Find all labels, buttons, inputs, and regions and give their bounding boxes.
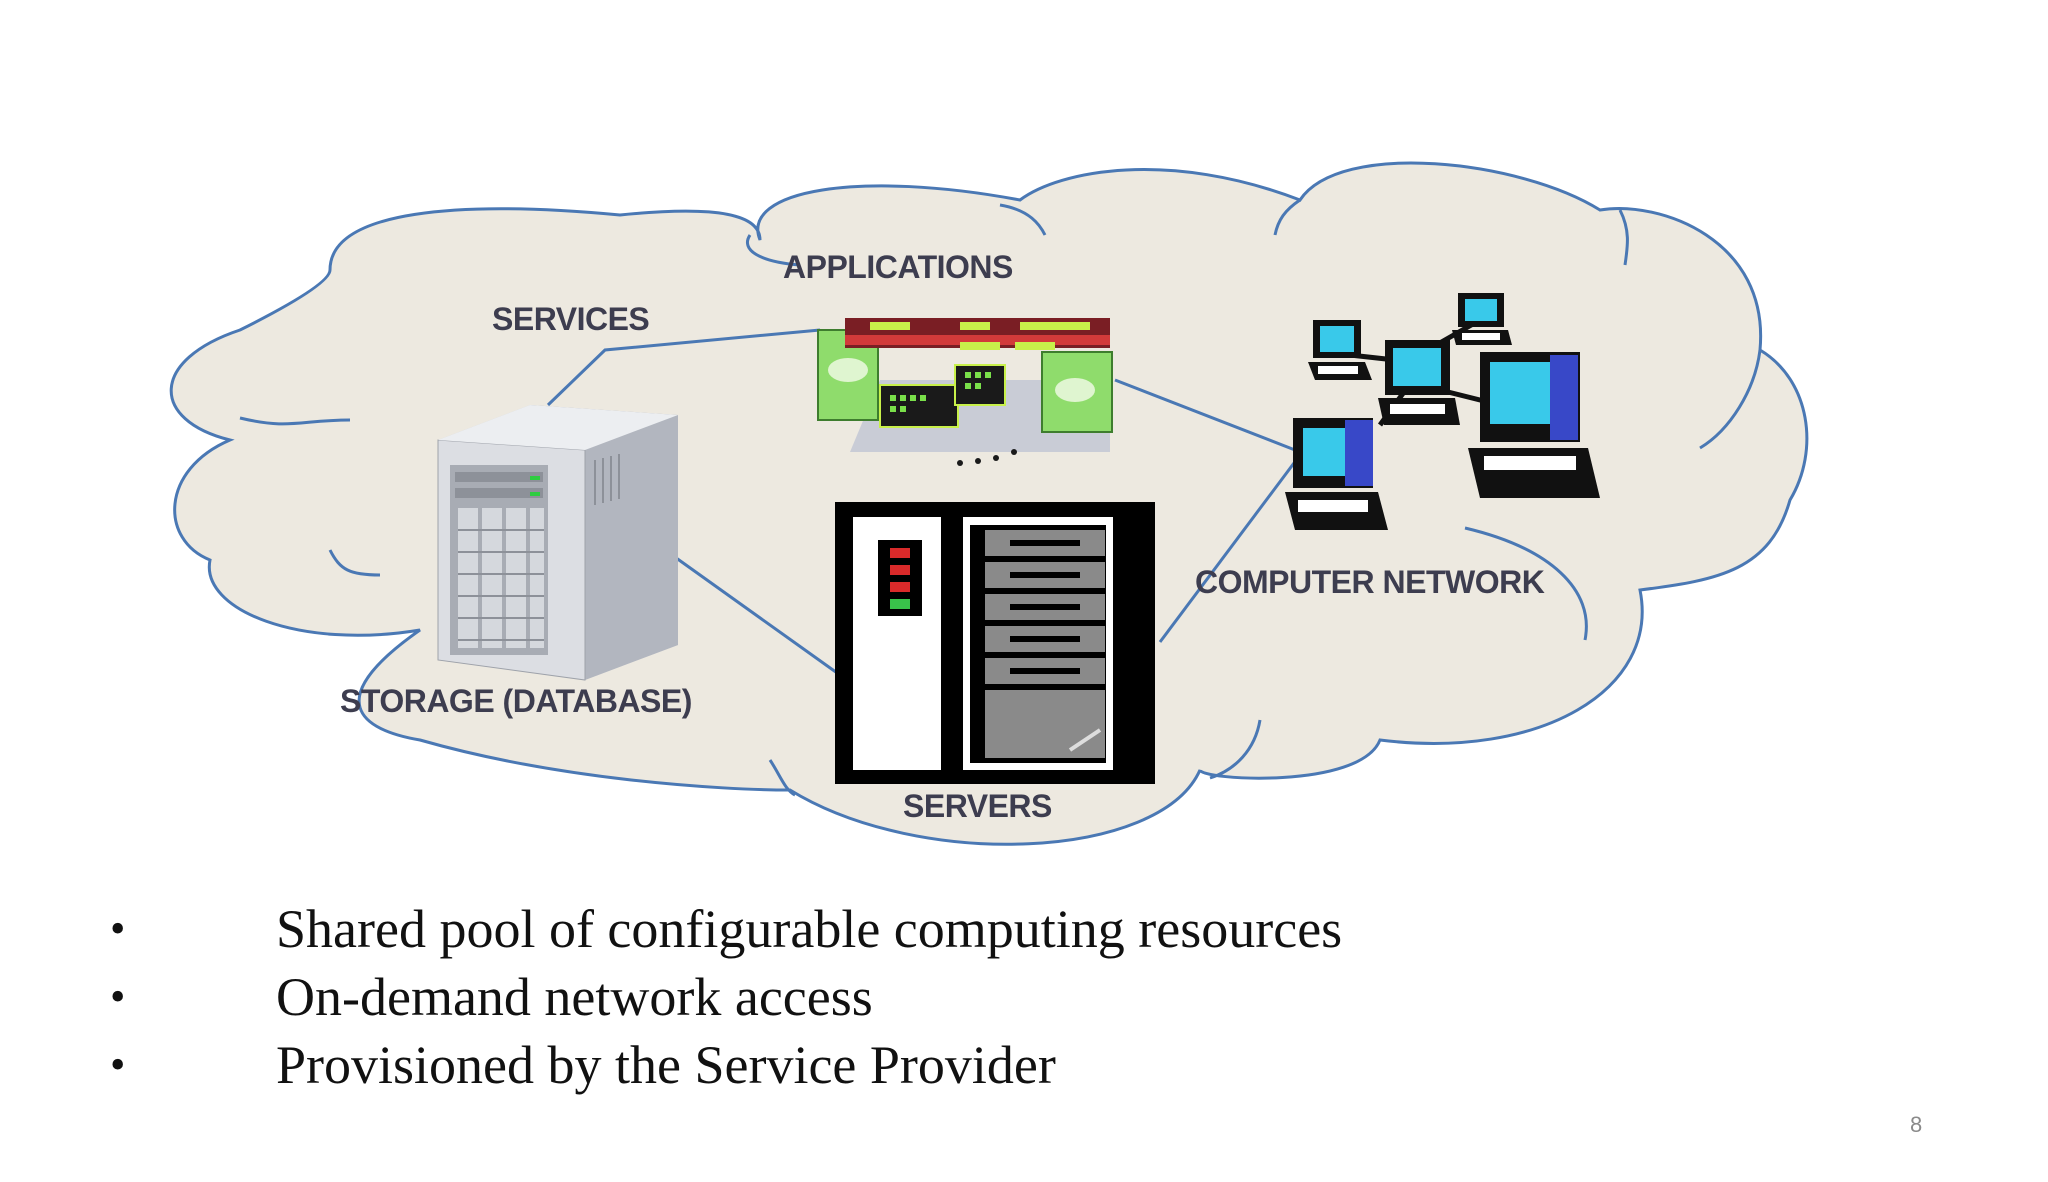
bullet-symbol: • <box>110 972 126 1021</box>
connector-apps-network <box>1114 378 1296 452</box>
connector-storage-servers <box>664 548 841 677</box>
label-applications: APPLICATIONS <box>783 249 1013 285</box>
label-services: SERVICES <box>492 301 649 337</box>
bullet-text: On-demand network access <box>276 967 873 1027</box>
connector-servers-network <box>1158 454 1302 643</box>
computer-small-2 <box>1452 293 1512 345</box>
bullet-symbol: • <box>110 904 126 953</box>
bullet-text: Shared pool of configurable computing re… <box>276 899 1343 959</box>
computer-large-1 <box>1285 418 1388 530</box>
connector-lines <box>546 328 1302 677</box>
computer-small-1 <box>1308 320 1372 380</box>
server-rack-icon <box>835 502 1155 784</box>
cloud-diagram: SERVICES APPLICATIONS STORAGE (DATABASE)… <box>169 161 1809 846</box>
bullet-symbol: • <box>110 1040 126 1089</box>
computer-large-2 <box>1468 352 1600 498</box>
label-servers: SERVERS <box>903 788 1052 824</box>
connector-storage-services <box>546 328 821 407</box>
bullet-text: Provisioned by the Service Provider <box>276 1035 1056 1095</box>
label-storage: STORAGE (DATABASE) <box>340 683 692 719</box>
database-server-icon <box>437 405 678 681</box>
label-computer-network: COMPUTER NETWORK <box>1195 564 1545 600</box>
computer-network-icon <box>1285 293 1600 530</box>
computer-medium <box>1378 340 1460 425</box>
applications-icon <box>817 318 1113 466</box>
page-number: 8 <box>1910 1112 1923 1137</box>
